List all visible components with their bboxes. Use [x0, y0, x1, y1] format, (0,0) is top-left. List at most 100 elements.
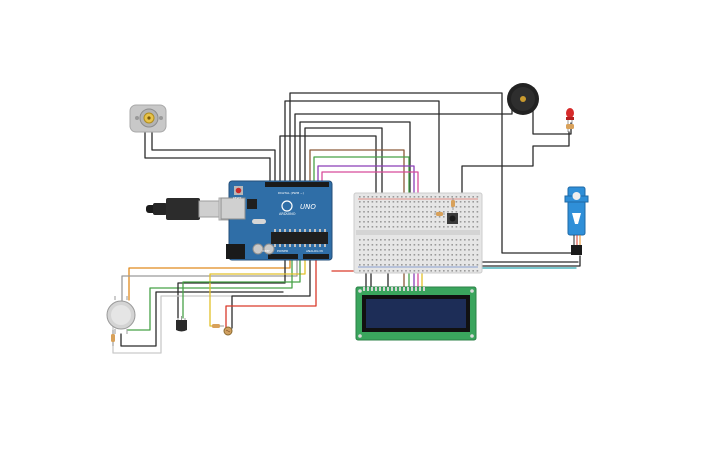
breadboard-hole	[388, 201, 390, 203]
breadboard-hole	[476, 211, 479, 213]
breadboard-hole	[426, 221, 428, 223]
breadboard-hole	[375, 259, 378, 261]
breadboard-hole	[363, 201, 365, 203]
breadboard-hole	[426, 254, 428, 256]
pushbutton	[447, 213, 458, 224]
breadboard-hole	[434, 201, 437, 203]
breadboard-hole	[405, 249, 407, 251]
breadboard-hole	[371, 270, 374, 272]
breadboard-hole	[472, 221, 474, 223]
breadboard-hole	[459, 264, 462, 266]
breadboard-hole	[367, 254, 369, 256]
breadboard-hole	[476, 264, 479, 266]
breadboard-hole	[422, 239, 424, 241]
breadboard-hole	[375, 226, 378, 228]
breadboard-hole	[396, 206, 399, 208]
breadboard-hole	[464, 264, 466, 266]
wire-motor-a	[144, 124, 271, 187]
breadboard-hole	[438, 216, 441, 218]
wire-led-a	[532, 107, 572, 135]
breadboard-hole	[447, 239, 449, 241]
breadboard-hole	[451, 264, 453, 266]
breadboard-hole	[371, 201, 374, 203]
breadboard-hole	[476, 221, 479, 223]
lcd-pin	[419, 287, 421, 291]
breadboard-hole	[447, 249, 449, 251]
breadboard-hole	[384, 254, 386, 256]
breadboard-hole	[375, 211, 378, 213]
breadboard-hole	[380, 249, 382, 251]
breadboard-hole	[451, 244, 453, 246]
wire-dark-ldr	[231, 257, 311, 329]
breadboard-hole	[455, 206, 458, 208]
breadboard-hole	[401, 254, 403, 256]
breadboard-hole	[430, 264, 432, 266]
lcd-pin	[415, 287, 417, 291]
breadboard-hole	[363, 254, 365, 256]
breadboard-hole	[367, 211, 369, 213]
power-header-label: POWER	[277, 249, 288, 253]
breadboard-hole	[405, 206, 407, 208]
breadboard-hole	[426, 239, 428, 241]
breadboard-hole	[468, 196, 470, 198]
breadboard-hole	[392, 270, 395, 272]
breadboard-hole	[401, 211, 403, 213]
breadboard-hole	[464, 249, 466, 251]
breadboard-hole	[396, 196, 399, 198]
breadboard-hole	[392, 239, 395, 241]
wire-green-temp	[182, 257, 301, 319]
breadboard-hole	[422, 221, 424, 223]
breadboard-hole	[443, 211, 445, 213]
breadboard-hole	[464, 211, 466, 213]
breadboard-hole	[430, 221, 432, 223]
wire-to-buzzer-c	[294, 108, 513, 187]
gas-sensor	[106, 296, 136, 334]
breadboard-hole	[430, 196, 432, 198]
breadboard-hole	[392, 259, 395, 261]
breadboard-hole	[367, 270, 369, 272]
breadboard-hole	[405, 226, 407, 228]
breadboard-hole	[405, 216, 407, 218]
breadboard-hole	[468, 264, 470, 266]
breadboard-hole	[401, 206, 403, 208]
breadboard-hole	[443, 201, 445, 203]
breadboard-hole	[359, 211, 361, 213]
breadboard-hole	[472, 206, 474, 208]
breadboard-hole	[459, 259, 462, 261]
breadboard-hole	[438, 206, 441, 208]
breadboard-hole	[359, 264, 361, 266]
breadboard-hole	[468, 254, 470, 256]
breadboard-hole	[367, 264, 369, 266]
breadboard-hole	[464, 201, 466, 203]
breadboard-hole	[417, 239, 420, 241]
breadboard-hole	[430, 259, 432, 261]
breadboard-hole	[417, 196, 420, 198]
breadboard-hole	[413, 270, 416, 272]
breadboard-hole	[375, 239, 378, 241]
breadboard-hole	[375, 249, 378, 251]
breadboard-hole	[359, 239, 361, 241]
breadboard-hole	[447, 259, 449, 261]
breadboard-hole	[371, 244, 374, 246]
breadboard-hole	[384, 264, 386, 266]
breadboard-hole	[401, 270, 403, 272]
breadboard-hole	[384, 249, 386, 251]
breadboard-hole	[447, 244, 449, 246]
breadboard-hole	[472, 254, 474, 256]
breadboard-hole	[409, 196, 411, 198]
lcd-pin	[379, 287, 381, 291]
breadboard-hole	[459, 249, 462, 251]
breadboard-hole	[455, 226, 458, 228]
wire-teal-servo	[467, 197, 577, 269]
breadboard-hole	[413, 216, 416, 218]
breadboard-hole	[363, 196, 365, 198]
breadboard-hole	[417, 249, 420, 251]
breadboard-hole	[401, 264, 403, 266]
breadboard-hole	[359, 270, 361, 272]
breadboard-hole	[413, 196, 416, 198]
breadboard-hole	[371, 239, 374, 241]
breadboard-hole	[438, 259, 441, 261]
breadboard-hole	[438, 211, 441, 213]
breadboard-hole	[472, 259, 474, 261]
